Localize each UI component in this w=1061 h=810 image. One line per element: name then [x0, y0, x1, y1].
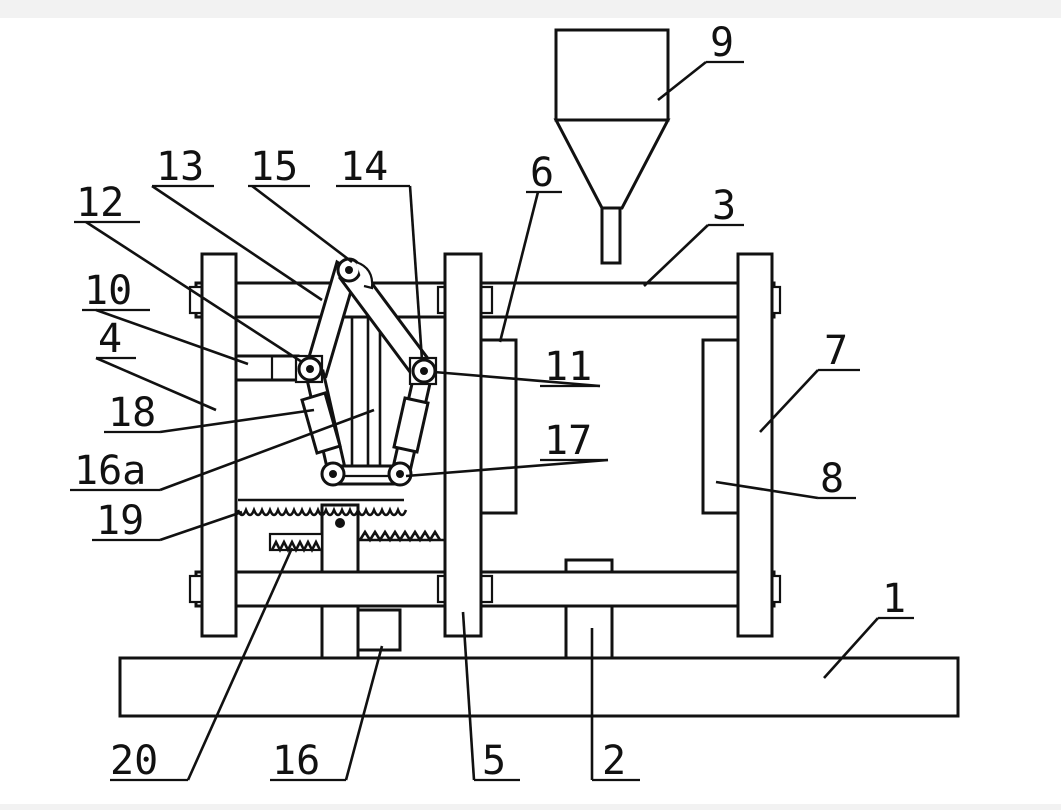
leader-6 — [498, 191, 540, 343]
label-7: 7 — [824, 328, 848, 374]
leader-15 — [251, 184, 353, 264]
cylinder-right-body — [392, 396, 430, 454]
label-10: 10 — [84, 268, 132, 314]
post-pin — [335, 518, 345, 528]
leader-12 — [85, 220, 303, 364]
leader-5 — [461, 611, 476, 781]
leader-18 — [159, 408, 315, 434]
pivot-lower-right-pin — [396, 470, 404, 478]
label-16a: 16a — [74, 448, 146, 494]
frame-middle — [443, 252, 483, 638]
label-14: 14 — [340, 144, 388, 190]
label-13: 13 — [156, 144, 204, 190]
leader-9 — [657, 60, 707, 102]
label-18: 18 — [108, 390, 156, 436]
leader-1 — [823, 617, 879, 679]
post-foot — [356, 608, 402, 652]
pivot-15-clip — [355, 260, 374, 290]
pivot-11-pin — [420, 367, 428, 375]
leader-17 — [405, 458, 609, 478]
leader-7 — [759, 369, 819, 433]
label-3: 3 — [712, 183, 736, 229]
hopper-spout — [600, 206, 622, 265]
leader-14 — [408, 185, 424, 361]
rack-19-teeth — [236, 506, 408, 517]
label-5: 5 — [482, 738, 506, 784]
bracket-10 — [234, 354, 300, 382]
leader-20 — [186, 547, 294, 781]
pivot-lower-left-pin — [329, 470, 337, 478]
bottom-shaft-end-left — [188, 574, 204, 604]
label-15: 15 — [250, 144, 298, 190]
pivot-15-pin — [345, 266, 353, 274]
label-8: 8 — [820, 456, 844, 502]
hopper-cone — [553, 118, 671, 210]
leader-4 — [95, 356, 217, 412]
leader-8 — [715, 480, 819, 500]
base-plate — [118, 656, 960, 718]
plate-6 — [478, 338, 518, 515]
label-20: 20 — [110, 738, 158, 784]
label-9: 9 — [710, 20, 734, 66]
leader-19 — [159, 510, 243, 542]
label-2: 2 — [602, 738, 626, 784]
rack-20-teeth — [270, 539, 322, 553]
label-1: 1 — [882, 576, 906, 622]
leader-16a — [159, 408, 375, 492]
leader-11 — [433, 370, 601, 388]
label-12: 12 — [76, 180, 124, 226]
label-17: 17 — [544, 418, 592, 464]
leader-16 — [344, 645, 384, 781]
label-4: 4 — [98, 316, 122, 362]
label-19: 19 — [96, 498, 144, 544]
label-6: 6 — [530, 150, 554, 196]
leader-10 — [95, 308, 249, 366]
plate-8 — [701, 338, 741, 515]
hopper-body — [554, 28, 670, 122]
leader-3 — [643, 224, 709, 287]
cylinder-18-body — [300, 391, 342, 455]
rack-20-bar-teeth — [358, 529, 442, 543]
pivot-12-pin — [306, 365, 314, 373]
label-16: 16 — [272, 738, 320, 784]
frame-left — [200, 252, 238, 638]
leader-13 — [151, 184, 323, 302]
frame-right — [736, 252, 774, 638]
label-11: 11 — [544, 344, 592, 390]
